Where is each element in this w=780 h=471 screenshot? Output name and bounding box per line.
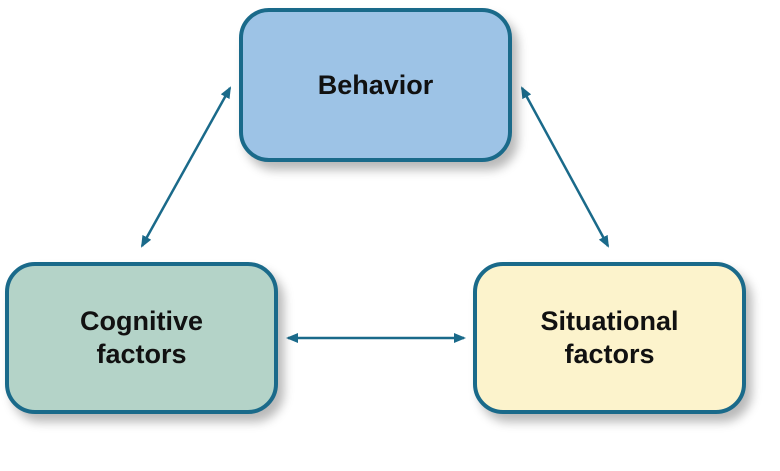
- behavior-label: Behavior: [318, 69, 434, 102]
- situational-label-line-1: Situational: [540, 306, 679, 336]
- cognitive-factors-label: Cognitive factors: [80, 305, 203, 371]
- behavior-label-line: Behavior: [317, 69, 434, 100]
- situational-factors-node: Situational factors: [473, 262, 746, 414]
- cognitive-label-line-2: factors: [96, 339, 187, 369]
- arrow-behavior-cognitive: [140, 86, 232, 248]
- situational-factors-label: Situational factors: [540, 305, 678, 371]
- arrow-behavior-situational: [520, 86, 610, 248]
- behavior-node: Behavior: [239, 8, 512, 162]
- cognitive-label-line-1: Cognitive: [79, 306, 203, 336]
- cognitive-factors-node: Cognitive factors: [5, 262, 278, 414]
- situational-label-line-2: factors: [564, 339, 655, 369]
